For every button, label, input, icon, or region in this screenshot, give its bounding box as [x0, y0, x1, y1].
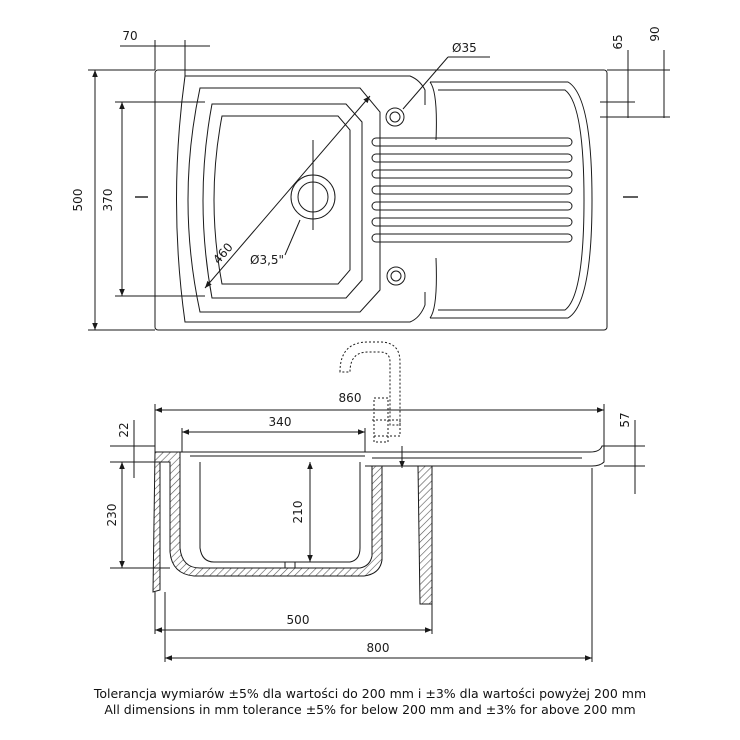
left-wall-section	[152, 451, 383, 593]
dim-500b-label: 500	[287, 613, 310, 627]
diag-460-line	[204, 95, 371, 289]
dim-230-label: 230	[105, 504, 119, 527]
bowl-section	[199, 462, 361, 563]
dim-90-label: 90	[648, 26, 662, 41]
dim-860-label: 860	[339, 391, 362, 405]
dim-57-label: 57	[618, 412, 632, 427]
sink-outline	[154, 69, 608, 331]
hole-diameter-label: Ø35	[452, 41, 477, 55]
drainer-profile	[365, 445, 605, 467]
faucet	[339, 341, 401, 443]
dim-340-label: 340	[269, 415, 292, 429]
rim-contour	[176, 75, 426, 323]
drainer-ribs	[371, 137, 573, 243]
dim-800-label: 800	[367, 641, 390, 655]
dim-65-label: 65	[611, 34, 625, 49]
tolerance-note-english: All dimensions in mm tolerance ±5% for b…	[104, 702, 636, 717]
side-view	[110, 341, 645, 662]
overflow-hole	[386, 266, 406, 286]
diag-460-label: 460	[210, 240, 236, 266]
dim-70-label: 70	[122, 29, 137, 43]
dim-22-label: 22	[117, 422, 131, 437]
bowl-outer	[187, 87, 381, 313]
faucet-hole	[385, 107, 405, 127]
drainer-outline	[429, 81, 593, 319]
dim-370-label: 370	[101, 189, 115, 212]
support-leg	[417, 465, 433, 605]
dim-500-label: 500	[71, 189, 85, 212]
top-view	[88, 40, 670, 331]
dim-210-label: 210	[291, 501, 305, 524]
tolerance-note-polish: Tolerancja wymiarów ±5% dla wartości do …	[93, 686, 647, 701]
drain-diameter-label: Ø3,5"	[250, 253, 284, 267]
